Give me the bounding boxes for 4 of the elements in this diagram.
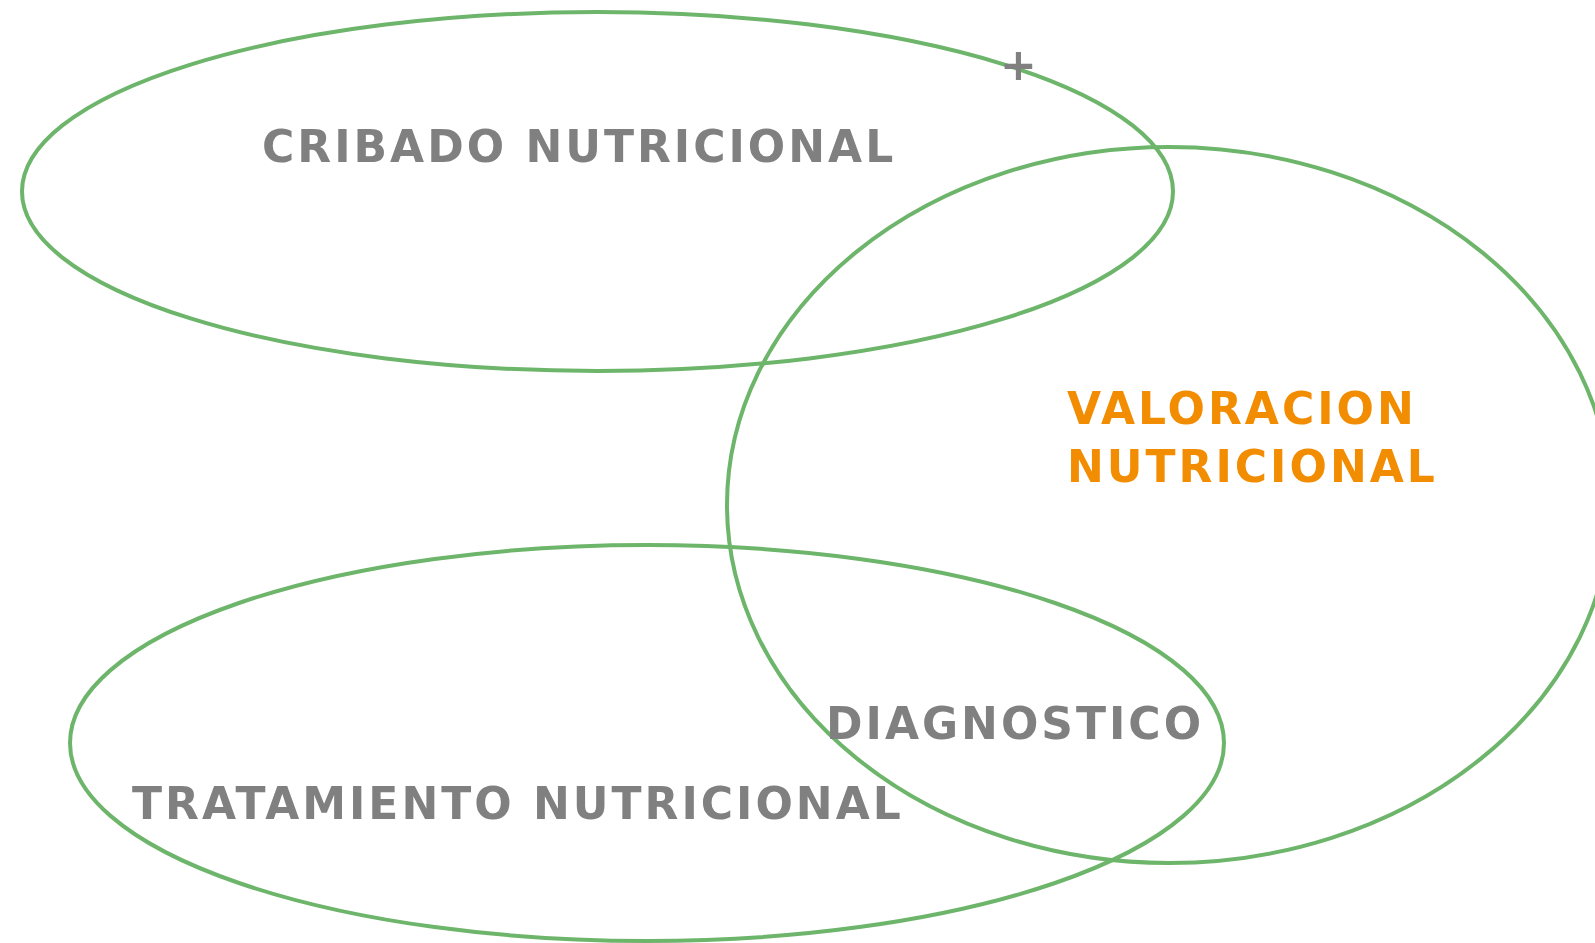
ellipse-label: CRIBADO NUTRICIONAL: [262, 120, 897, 174]
ellipse-label: VALORACION NUTRICIONAL: [1067, 382, 1439, 494]
ellipse-label: TRATAMIENTO NUTRICIONAL: [132, 777, 904, 831]
overlap-label: DIAGNOSTICO: [826, 697, 1205, 751]
